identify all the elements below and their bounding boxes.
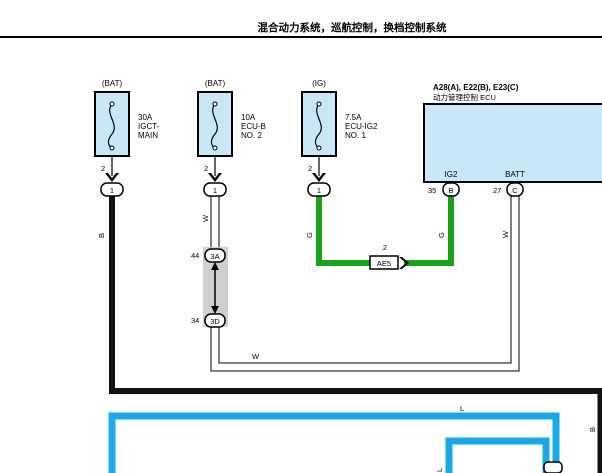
ecu-pin-batt-no: 27: [493, 186, 501, 195]
junction-arrow-down-icon: [211, 306, 219, 314]
wire-label-g-fuse3: G: [305, 232, 314, 238]
fuse3-source: (IG): [312, 79, 326, 88]
wire-white-batt: [210, 195, 520, 372]
wire-label-b-left: B: [97, 233, 106, 238]
fuse3-chevron-icon: [312, 173, 326, 182]
page-title: 混合动力系统，巡航控制，换档控制系统: [258, 21, 447, 34]
splice-name: AE5: [377, 259, 391, 268]
blue-wire-connector: [543, 461, 563, 473]
wire-label-b-right: B: [588, 427, 597, 432]
junction-bot-no: 34: [191, 316, 199, 325]
fuse1-connector-pin: 1: [110, 186, 114, 195]
fuse2-name1: ECU-B: [241, 122, 266, 131]
fuse3-pin-no: 2: [308, 164, 312, 173]
fuse1-rating: 30A: [138, 113, 153, 122]
splice-ae5: 2 AE5: [369, 243, 409, 270]
fuse-ecu-ig2-no1: (IG) 7.5A ECU-IG2 NO. 1 2 1: [301, 79, 378, 197]
fuse2-pin-no: 2: [204, 164, 208, 173]
wire-blue-inner: [445, 437, 550, 473]
wire-blue-outer: [108, 412, 560, 473]
fuse3-rating: 7.5A: [345, 113, 362, 122]
junction-arrow-up-icon: [211, 262, 219, 270]
junction-bot-pin: 3D: [210, 317, 220, 326]
ecu-block: A28(A), E22(B), E23(C) 动力管理控制 ECU IG2 BA…: [423, 83, 602, 197]
wire-label-w-batt: W: [501, 230, 510, 238]
wire-label-l-lower: L: [460, 404, 464, 413]
fuse1-pin-no: 2: [101, 164, 105, 173]
splice-chevron-icon: [399, 257, 409, 269]
ecu-pin-ig2-no: 35: [428, 186, 436, 195]
wire-label-w-bottom: W: [252, 352, 260, 361]
ecu-pin-batt-label: BATT: [505, 170, 525, 179]
splice-pin-no: 2: [383, 243, 387, 252]
ecu-pin-ig2-conn: B: [448, 186, 453, 195]
fuse1-name2: MAIN: [138, 131, 158, 140]
ecu-name: 动力管理控制 ECU: [433, 92, 496, 102]
fuse3-name2: NO. 1: [345, 131, 366, 140]
junction-top-pin: 3A: [210, 252, 219, 261]
wire-green-ig2: [404, 196, 454, 266]
fuse-igct-main: (BAT) 30A IGCT- MAIN 2 1: [94, 79, 160, 197]
fuse2-source: (BAT): [205, 79, 226, 88]
wire-white-fuse2: [210, 195, 220, 255]
fuse1-chevron-icon: [105, 173, 119, 182]
fuse3-connector-pin: 1: [317, 186, 321, 195]
ecu-pin-batt-conn: C: [512, 186, 518, 195]
fuse-ecu-b-no2: (BAT) 10A ECU-B NO. 2 2 1: [197, 79, 266, 197]
fuse1-name1: IGCT-: [138, 122, 160, 131]
ecu-connectors: A28(A), E22(B), E23(C): [433, 83, 519, 92]
fuse1-source: (BAT): [102, 79, 123, 88]
wire-black-main: [109, 196, 602, 394]
ecu-pin-ig2-label: IG2: [445, 170, 458, 179]
fuse2-chevron-icon: [208, 173, 222, 182]
fuse2-name2: NO. 2: [241, 131, 262, 140]
fuse2-connector-pin: 1: [213, 186, 217, 195]
junction-top-no: 44: [191, 251, 199, 260]
wire-label-g-ig2: G: [437, 232, 446, 238]
fuse3-name1: ECU-IG2: [345, 122, 378, 131]
wire-green-fuse3: [316, 196, 370, 266]
wire-label-l-inner: L: [435, 468, 444, 472]
junction-block: 44 3A 34 3D: [191, 247, 228, 328]
wire-label-w-fuse2: W: [201, 214, 210, 222]
fuse2-rating: 10A: [241, 113, 256, 122]
